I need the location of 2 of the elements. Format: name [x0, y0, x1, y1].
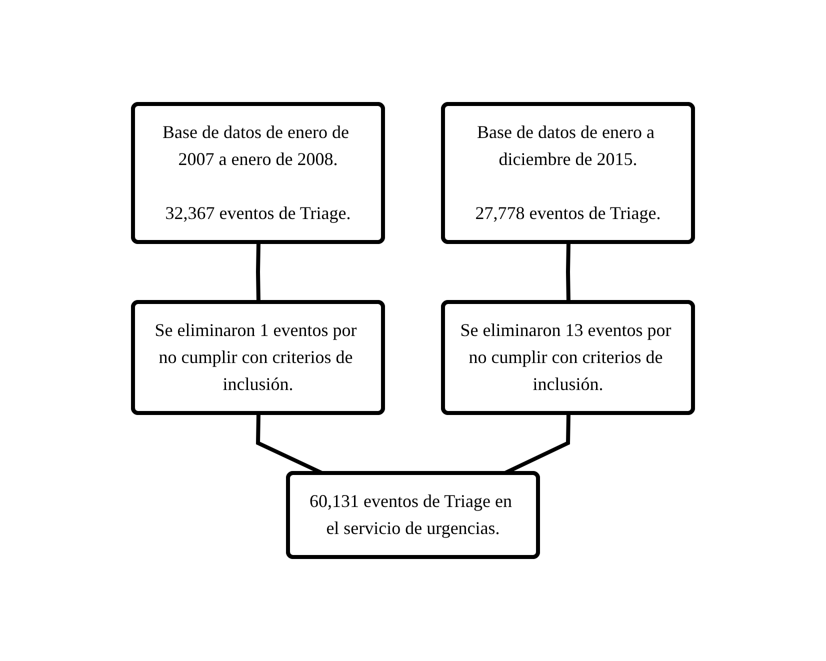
connector	[256, 242, 260, 303]
connector	[566, 242, 570, 303]
